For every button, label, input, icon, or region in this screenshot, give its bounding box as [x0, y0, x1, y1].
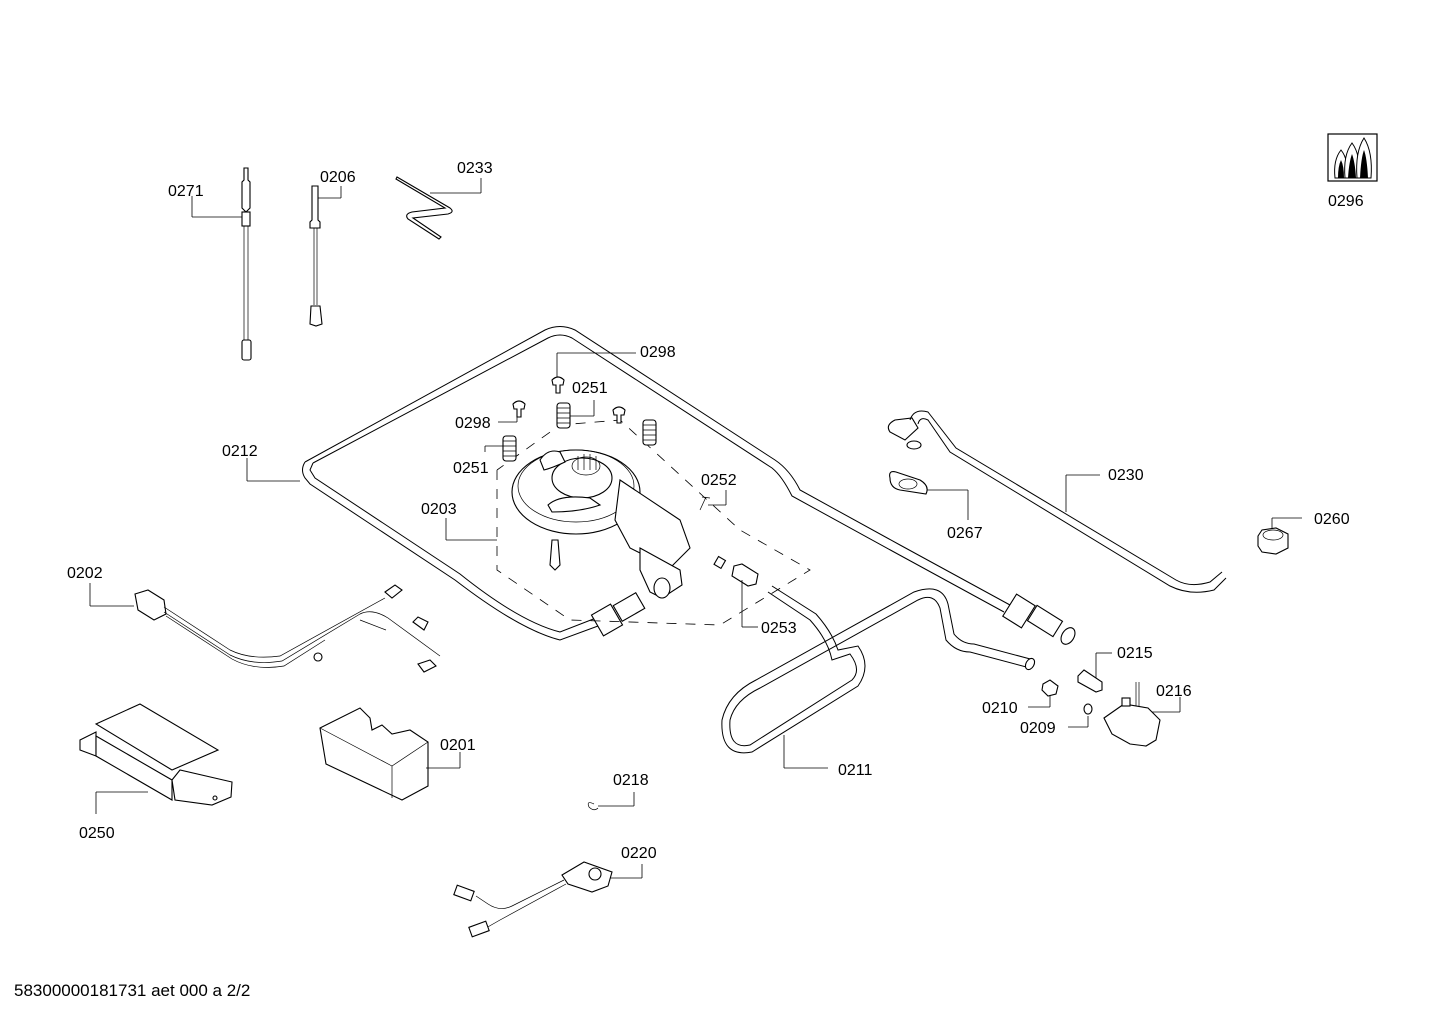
label-0252: 0252 — [701, 472, 737, 489]
part-0230-gas-pipe[interactable] — [887, 410, 1227, 593]
label-0253: 0253 — [761, 620, 797, 637]
label-0212: 0212 — [222, 443, 258, 460]
part-0298-screw[interactable] — [498, 352, 636, 424]
label-0210: 0210 — [982, 700, 1018, 717]
part-0271-thermocouple[interactable] — [191, 167, 252, 361]
label-0209: 0209 — [1020, 720, 1056, 737]
part-0267-gasket[interactable] — [889, 471, 969, 520]
part-0260-nut[interactable] — [1257, 517, 1302, 555]
label-0230: 0230 — [1108, 467, 1144, 484]
part-0209-seal[interactable] — [1068, 703, 1093, 728]
part-0212-pipe-frame[interactable] — [246, 326, 1078, 647]
document-footer-id: 58300000181731 aet 000 a 2/2 — [14, 981, 251, 1000]
part-0250-module-cover[interactable] — [79, 703, 233, 814]
label-0211: 0211 — [838, 762, 873, 779]
label-0206: 0206 — [320, 169, 356, 186]
part-0251-spring[interactable] — [484, 400, 657, 462]
label-0218: 0218 — [613, 772, 649, 789]
part-0206-electrode[interactable] — [309, 185, 342, 327]
part-0203-burner-assembly[interactable] — [445, 449, 691, 599]
part-0218-retaining-clip[interactable] — [587, 792, 635, 811]
label-0216: 0216 — [1156, 683, 1192, 700]
part-0216-gas-valve[interactable] — [1103, 682, 1181, 747]
label-0250: 0250 — [79, 825, 115, 842]
part-0253-nozzle-nut[interactable] — [713, 555, 759, 628]
label-0201: 0201 — [440, 737, 476, 754]
part-0201-ignition-module[interactable] — [319, 707, 461, 801]
label-0298-left: 0298 — [455, 415, 491, 432]
label-0203: 0203 — [421, 501, 457, 518]
label-0298-top: 0298 — [640, 344, 676, 361]
label-0267: 0267 — [947, 525, 983, 542]
part-0233-wire-clip[interactable] — [395, 176, 482, 240]
label-0251-top: 0251 — [572, 380, 608, 397]
assembly-outline-0203 — [496, 419, 811, 626]
part-0252-pin[interactable] — [699, 490, 727, 511]
label-0215: 0215 — [1117, 645, 1153, 662]
part-0202-wiring-harness[interactable] — [89, 583, 441, 673]
label-0202: 0202 — [67, 565, 103, 582]
part-0215-injector[interactable] — [1077, 652, 1112, 693]
label-0220: 0220 — [621, 845, 657, 862]
label-0233: 0233 — [457, 160, 493, 177]
part-0211-pipe-loop[interactable] — [721, 585, 1037, 769]
label-0296: 0296 — [1328, 193, 1364, 210]
gas-flame-symbol-icon — [1327, 133, 1378, 182]
label-0260: 0260 — [1314, 511, 1350, 528]
part-0210-fitting[interactable] — [1028, 679, 1059, 708]
label-0251-left: 0251 — [453, 460, 489, 477]
part-0220-switch[interactable] — [453, 861, 643, 938]
label-0271: 0271 — [168, 183, 204, 200]
